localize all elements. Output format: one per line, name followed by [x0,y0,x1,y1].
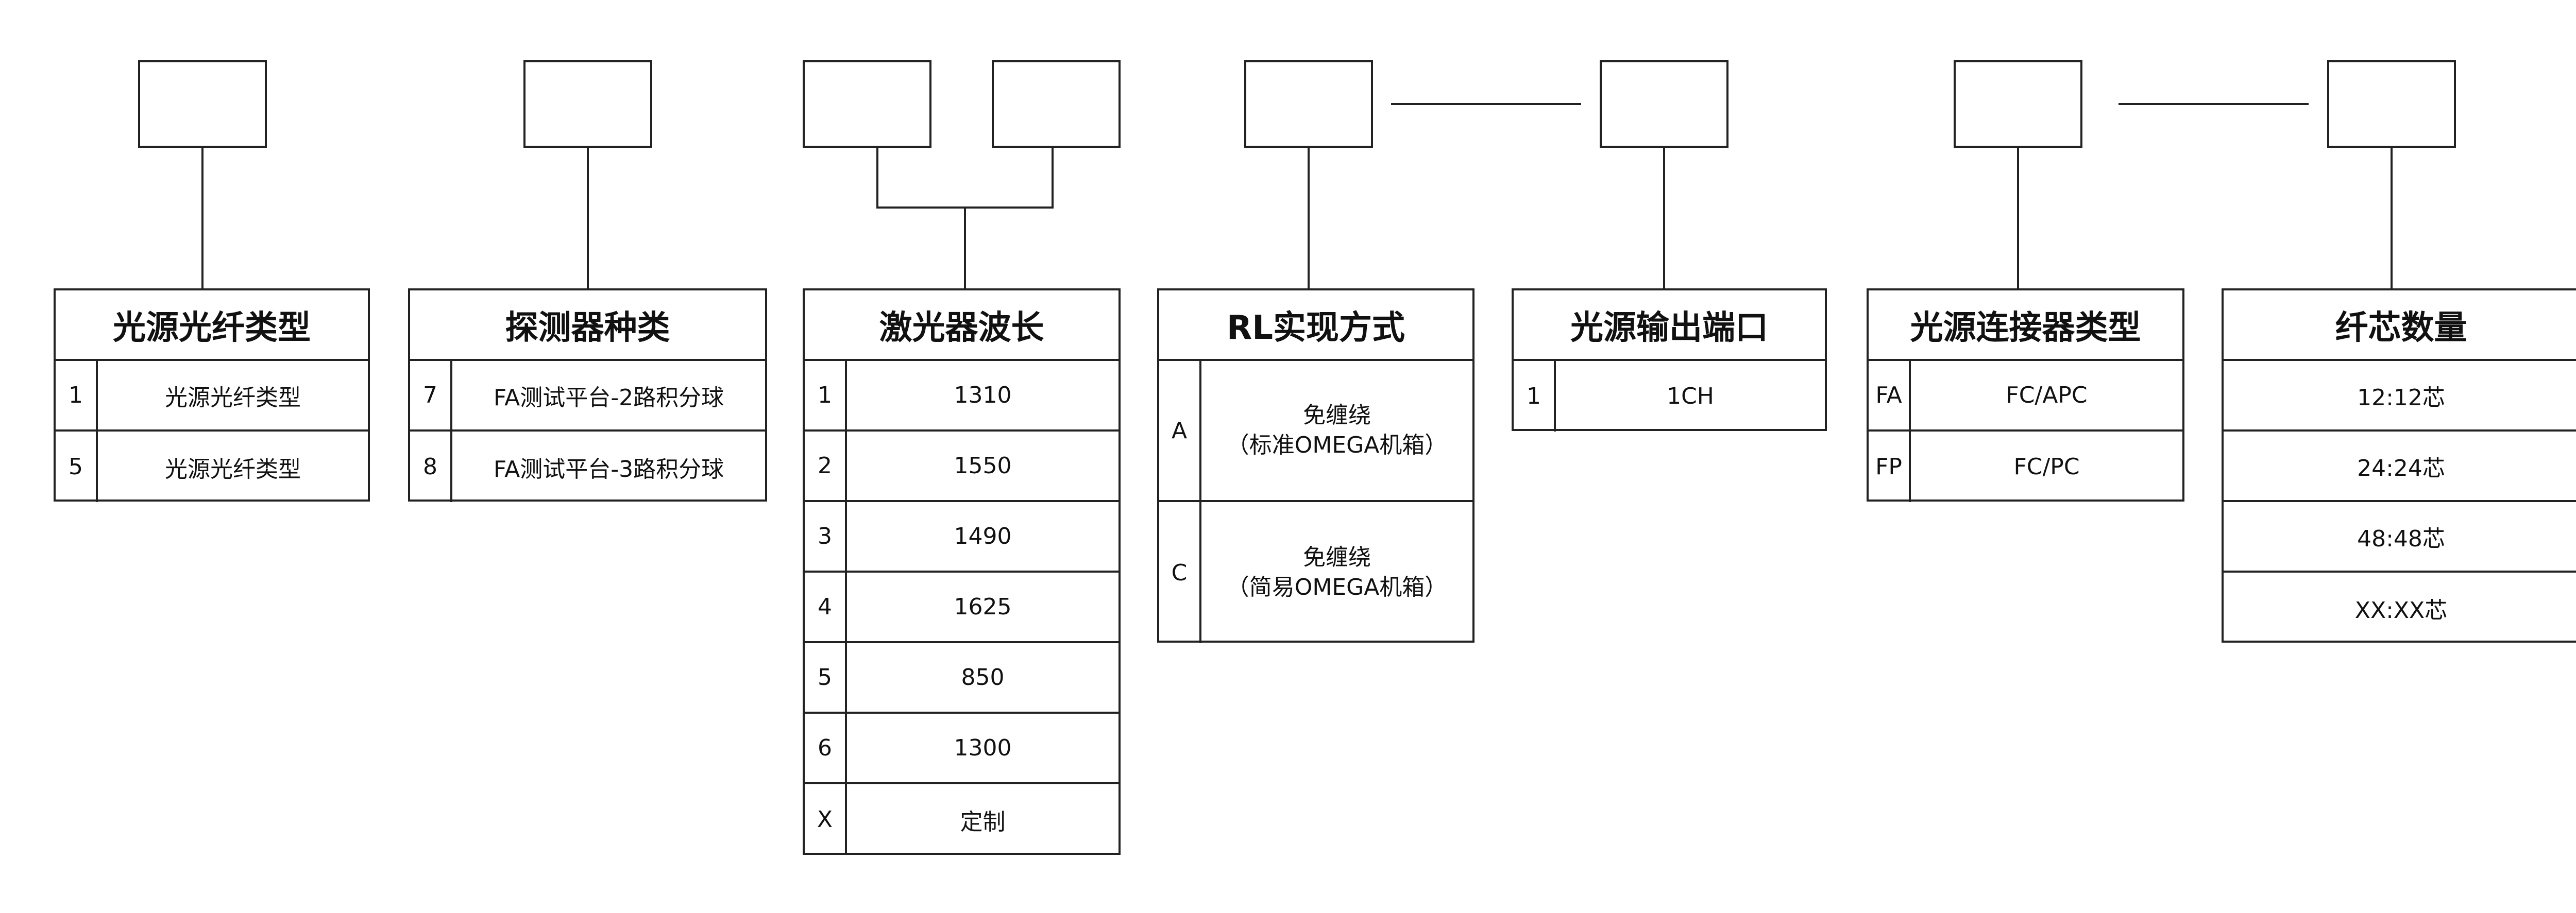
option-desc: 光源光纤类型 [165,456,301,483]
table-row: 5 850 [805,643,1118,714]
option-code: X [805,784,847,855]
option-desc: 1CH [1667,383,1714,409]
option-code: 2 [805,432,847,500]
code-slot-wavelength-1 [803,60,931,148]
panel-title: RL实现方式 [1159,290,1472,361]
option-code: 1 [805,361,847,429]
option-desc: 免缠绕 （简易OMEGA机箱） [1201,502,1472,643]
option-desc: 1625 [954,594,1012,620]
option-code: 1 [56,361,98,429]
table-row: X 定制 [805,784,1118,855]
option-code: 5 [56,432,98,502]
table-row: 1 光源光纤类型 [56,361,368,432]
option-desc: 1310 [954,382,1012,408]
table-row: 12:12芯 [2224,361,2576,432]
code-slot-fiber-count [2327,60,2456,148]
option-desc: 850 [961,664,1005,691]
table-row: C 免缠绕 （简易OMEGA机箱） [1159,502,1472,643]
option-code: 8 [410,432,452,502]
code-slot-rl-method [1244,60,1373,148]
panel-title: 激光器波长 [805,290,1118,361]
code-slot-light-fiber [138,60,267,148]
option-desc-line: 免缠绕 [1303,402,1371,428]
table-row: 7 FA测试平台-2路积分球 [410,361,765,432]
table-row: 2 1550 [805,432,1118,502]
option-desc: FA测试平台-3路积分球 [493,456,724,483]
panel-title: 光源光纤类型 [56,290,368,361]
table-row: A 免缠绕 （标准OMEGA机箱） [1159,361,1472,502]
table-row: XX:XX芯 [2224,573,2576,643]
option-desc: 48:48芯 [2357,525,2445,552]
option-code: A [1159,361,1201,500]
option-desc: 1550 [954,453,1012,479]
table-row: 8 FA测试平台-3路积分球 [410,432,765,502]
option-desc: 1300 [954,735,1012,761]
table-row: 1 1CH [1514,361,1825,432]
option-desc: 1490 [954,523,1012,549]
panel-detector-type: 探测器种类 7 FA测试平台-2路积分球 8 FA测试平台-3路积分球 [408,288,767,502]
code-slot-output-port [1600,60,1728,148]
option-desc: 定制 [960,808,1006,835]
panel-title: 纤芯数量 [2224,290,2576,361]
table-row: 24:24芯 [2224,432,2576,502]
option-desc: 光源光纤类型 [165,384,301,411]
table-row: 48:48芯 [2224,502,2576,573]
option-desc: FA测试平台-2路积分球 [493,384,724,411]
option-code: 3 [805,502,847,571]
option-code: 5 [805,643,847,712]
option-code: FA [1869,361,1911,429]
panel-light-fiber-type: 光源光纤类型 1 光源光纤类型 5 光源光纤类型 [54,288,370,502]
option-desc: XX:XX芯 [2354,597,2448,624]
panel-title: 光源输出端口 [1514,290,1825,361]
option-desc: FC/APC [2006,382,2088,408]
option-desc: 12:12芯 [2357,384,2445,411]
panel-laser-wavelength: 激光器波长 1 1310 2 1550 3 1490 4 1625 5 850 … [803,288,1121,855]
table-row: 4 1625 [805,573,1118,643]
option-code: 1 [1514,361,1556,432]
option-code: 7 [410,361,452,429]
table-row: FA FC/APC [1869,361,2182,432]
option-code: 4 [805,573,847,641]
panel-connector-type: 光源连接器类型 FA FC/APC FP FC/PC [1867,288,2184,502]
table-row: 5 光源光纤类型 [56,432,368,502]
panel-title: 光源连接器类型 [1869,290,2182,361]
option-desc: 24:24芯 [2357,455,2445,481]
option-desc: 免缠绕 （标准OMEGA机箱） [1201,361,1472,500]
panel-rl-method: RL实现方式 A 免缠绕 （标准OMEGA机箱） C 免缠绕 （简易OMEGA机… [1157,288,1475,643]
option-desc-line: （简易OMEGA机箱） [1226,574,1448,600]
option-desc-line: 免缠绕 [1303,544,1371,571]
table-row: FP FC/PC [1869,432,2182,502]
option-desc-line: （标准OMEGA机箱） [1226,432,1448,458]
table-row: 3 1490 [805,502,1118,573]
panel-output-port: 光源输出端口 1 1CH [1512,288,1827,432]
table-row: 1 1310 [805,361,1118,432]
option-desc: FC/PC [2013,454,2080,480]
option-code: C [1159,502,1201,643]
option-code: FP [1869,432,1911,502]
code-slot-detector [523,60,652,148]
option-code: 6 [805,714,847,782]
code-slot-connector [1954,60,2082,148]
connector-line [876,148,1054,209]
table-row: 6 1300 [805,714,1118,784]
code-slot-wavelength-2 [992,60,1121,148]
panel-fiber-count: 纤芯数量 12:12芯 24:24芯 48:48芯 XX:XX芯 [2222,288,2576,643]
panel-title: 探测器种类 [410,290,765,361]
